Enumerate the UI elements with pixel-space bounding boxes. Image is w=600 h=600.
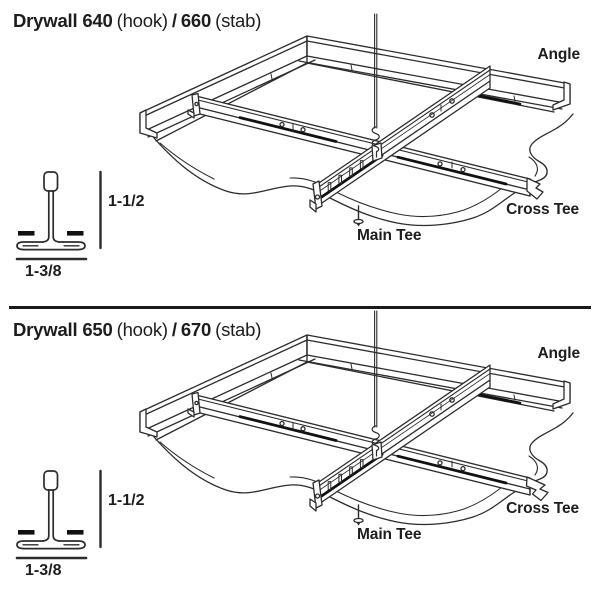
profile-reveal-right <box>67 231 84 236</box>
main-tee-label: Main Tee <box>357 227 422 244</box>
diagram-title: Drywall 650(hook)/670(stab) <box>13 319 265 340</box>
title-type-b: (stab) <box>215 319 262 340</box>
profile-height-label: 1-1/2 <box>108 492 145 509</box>
tee-profile <box>16 171 86 251</box>
profile-width-label: 1-3/8 <box>25 263 62 280</box>
profile-bulb <box>43 470 59 491</box>
profile-flange <box>16 540 86 550</box>
profile-bulb <box>43 171 59 192</box>
attachment-screw <box>353 205 364 227</box>
iso-ceiling-grid-diagram <box>15 13 574 261</box>
angle-label: Angle <box>537 46 580 63</box>
tee-profile <box>16 470 86 550</box>
cross-tee-label: Cross Tee <box>506 201 579 218</box>
hanger-wire <box>371 13 383 162</box>
title-separator: / <box>171 10 177 31</box>
profile-flange <box>16 241 86 251</box>
cross-tee-end-bracket <box>191 391 201 416</box>
perimeter-angle <box>139 35 571 142</box>
cross-tee-hook-end <box>526 177 544 200</box>
title-type-a: (hook) <box>116 319 168 340</box>
cross-tee-stab-end <box>525 476 549 502</box>
title-model-a: Drywall 650 <box>13 319 113 340</box>
profile-width-label: 1-3/8 <box>25 562 62 579</box>
title-model-a: Drywall 640 <box>13 10 113 31</box>
hanger-wire <box>371 310 383 461</box>
cross-tee <box>187 92 544 200</box>
title-model-b: 670 <box>180 319 212 340</box>
angle-label: Angle <box>537 345 580 362</box>
iso-ceiling-grid-diagram <box>15 310 574 560</box>
profile-height-label: 1-1/2 <box>108 193 145 210</box>
attachment-screw <box>353 504 364 526</box>
diagram-title: Drywall 640(hook)/660(stab) <box>13 10 265 31</box>
main-tee <box>309 65 491 213</box>
wire-twist <box>371 126 380 158</box>
profile-reveal-left <box>18 530 35 535</box>
title-model-b: 660 <box>180 10 212 31</box>
section-divider <box>9 306 591 309</box>
cross-tee <box>187 391 549 502</box>
wire-twist <box>371 425 380 457</box>
section-drywall-650-670: Drywall 650(hook)/670(stab) <box>0 309 600 600</box>
diagram-canvas: Angle Cross Tee Main Tee 1-1/2 1-3/8 <box>0 299 600 599</box>
section-drywall-640-660: Drywall 640(hook)/660(stab) <box>13 10 581 280</box>
diagram-canvas: Angle Cross Tee Main Tee 1-1/2 1-3/8 <box>15 13 580 280</box>
main-tee-label: Main Tee <box>357 526 422 543</box>
title-type-a: (hook) <box>116 10 168 31</box>
title-type-b: (stab) <box>215 10 262 31</box>
profile-reveal-left <box>18 231 35 236</box>
title-separator: / <box>171 319 177 340</box>
profile-reveal-right <box>67 530 84 535</box>
cross-tee-end-bracket <box>191 92 201 117</box>
cross-tee-label: Cross Tee <box>506 500 579 517</box>
perimeter-angle <box>139 334 571 441</box>
main-tee <box>309 364 491 512</box>
